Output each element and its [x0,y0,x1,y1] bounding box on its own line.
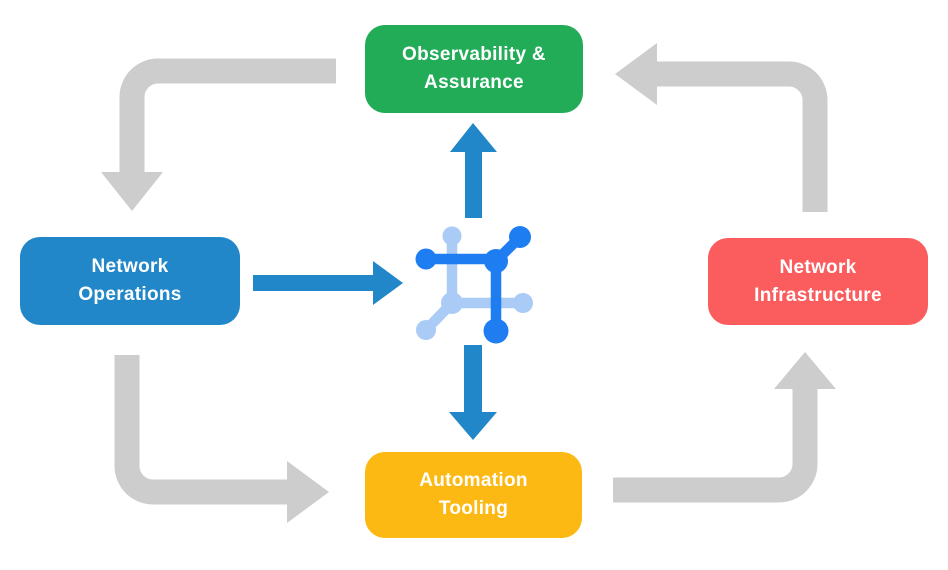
icon-node-top-right [509,226,531,248]
icon-node-corner-bottom-left [441,292,463,314]
arrow-infrastructure-to-observability-shaft [655,61,828,212]
network-controller-icon-dark-part [415,226,531,344]
icon-node-top-left [442,226,462,246]
arrow-observability-to-operations-shaft [119,58,336,174]
arrow-operations-to-tooling [114,355,329,523]
arrow-observability-to-operations [101,58,336,211]
node-observability-assurance: Observability & Assurance [365,25,583,113]
node-label: Network Operations [78,256,182,305]
arrow-observability-to-operations-head [101,172,163,211]
arrow-operations-to-center [253,261,403,305]
arrow-tooling-to-infrastructure-shaft [613,389,818,503]
icon-node-left [415,248,437,270]
node-label: Network Infrastructure [754,256,882,306]
node-automation-tooling: Automation Tooling [365,452,582,538]
node-label: Observability & Assurance [402,44,546,93]
arrow-tooling-to-infrastructure-head [774,352,836,389]
arrow-tooling-to-infrastructure [613,352,836,503]
network-controller-icon [415,226,533,344]
arrow-operations-to-tooling-head [287,461,329,523]
arrow-operations-to-tooling-shaft [114,355,289,505]
icon-node-right [513,293,533,313]
arrow-infrastructure-to-observability [615,43,828,212]
node-network-operations: Network Operations [20,237,240,325]
node-network-infrastructure: Network Infrastructure [708,238,928,325]
icon-node-bottom-right [483,318,509,344]
node-label: Automation Tooling [419,470,528,519]
icon-node-corner-top-right [484,249,508,273]
arrow-center-to-tooling [449,345,497,440]
arrow-infrastructure-to-observability-head [615,43,657,105]
icon-node-bottom-left [416,320,436,340]
arrow-center-to-observability [450,123,497,218]
